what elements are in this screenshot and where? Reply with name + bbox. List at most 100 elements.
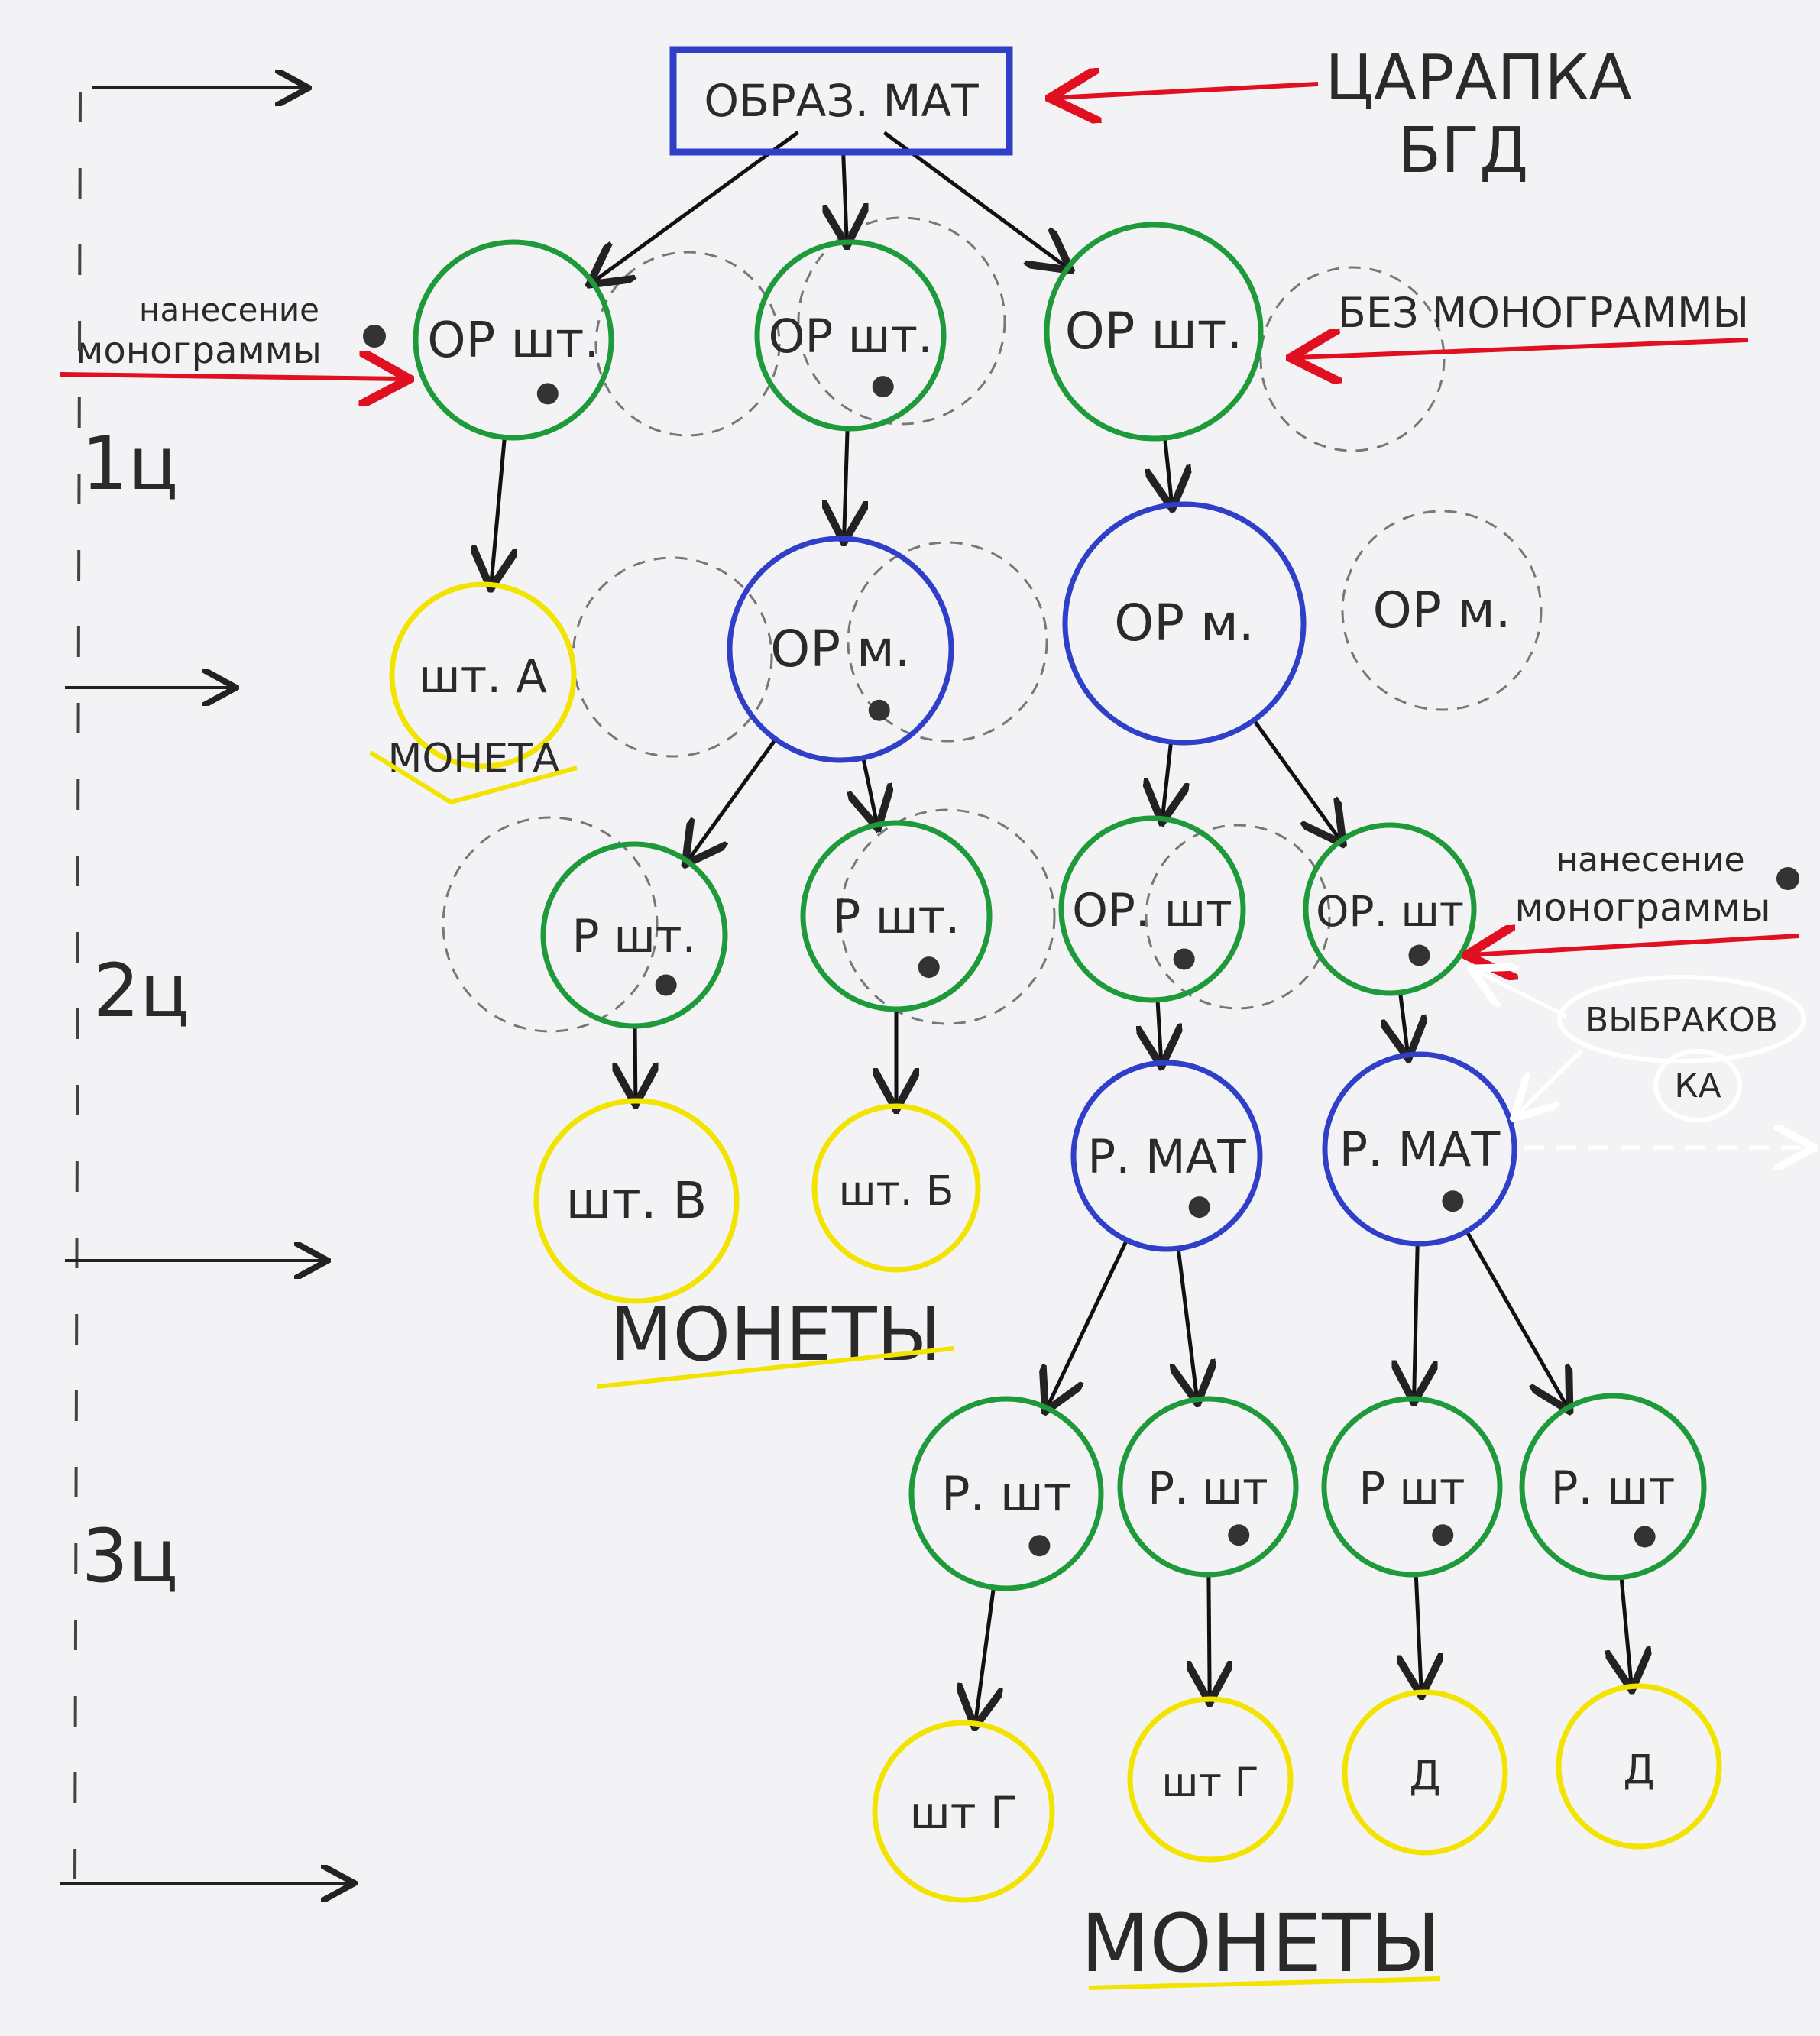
node-circle-green: [1117, 1396, 1299, 1578]
red-arrow: [1295, 340, 1749, 358]
node-g1: шт Г: [872, 1720, 1055, 1903]
ghost-circle: [847, 541, 1048, 743]
ghost-circle: [442, 816, 659, 1033]
ghost-circle: [594, 251, 781, 437]
node-label: ОР. шт: [1072, 885, 1232, 937]
edge-arrow: [1047, 1239, 1129, 1408]
node-coinV: шт. В: [533, 1098, 740, 1304]
cycle-label-3: 3ц: [82, 1513, 178, 1599]
ghost-circle: [839, 808, 1056, 1025]
edge-arrow: [1465, 1230, 1568, 1408]
edge-arrow: [1178, 1248, 1197, 1400]
monogram-dot-icon: [536, 383, 559, 405]
node-label: ОР. шт: [1316, 887, 1464, 936]
node-rm2: Р. МАТ: [1322, 1051, 1517, 1247]
edge-arrow: [1621, 1577, 1631, 1686]
scratch-label-2: БГД: [1398, 115, 1528, 187]
node-circle-green: [800, 820, 993, 1012]
node-p3: Р шт: [1321, 1396, 1503, 1578]
cycle-label-1: 1ц: [82, 421, 178, 507]
edge-arrow: [1162, 741, 1171, 819]
node-label: Р. шт: [1148, 1463, 1268, 1514]
node-label: ОР шт.: [769, 309, 933, 364]
node-circle-green: [1058, 815, 1246, 1003]
edge-arrow: [863, 757, 877, 825]
node-l1c: ОР шт.: [1044, 222, 1264, 442]
monogram-dot-icon: [1173, 948, 1195, 970]
red-arrow: [1054, 84, 1319, 98]
node-label: Р. МАТ: [1339, 1122, 1501, 1177]
node-coinA: шт. А: [389, 581, 577, 769]
node-label: Р шт.: [572, 911, 697, 963]
node-label: шт Г: [1161, 1759, 1258, 1806]
monogram-dot-icon: [1028, 1535, 1051, 1557]
edge-arrow: [1209, 1574, 1210, 1699]
coin-underline: [369, 750, 578, 805]
ghost-circle: [572, 556, 773, 758]
node-coinB: шт. Б: [811, 1103, 981, 1273]
edge-arrow: [1414, 1243, 1418, 1399]
node-d2: Д: [1556, 1683, 1722, 1850]
reject-label-2: КА: [1674, 1067, 1721, 1105]
monogram-dot-icon: [1442, 1190, 1464, 1212]
node-circle-blue: [727, 536, 954, 763]
node-circle-blue: [1062, 501, 1307, 746]
node-circle-yellow: [811, 1103, 981, 1273]
monogram-dot-icon: [1188, 1196, 1210, 1219]
ghost-circle: [1259, 266, 1446, 452]
node-label: ОР м.: [770, 620, 911, 678]
white-arrow: [1475, 970, 1568, 1018]
red-arrow: [59, 374, 405, 379]
coins-bottom-underline: [1088, 1976, 1441, 1990]
edge-arrow: [1165, 437, 1172, 505]
edge-arrow: [688, 738, 778, 862]
node-label: Д: [1623, 1746, 1654, 1793]
node-label: Р. шт: [941, 1466, 1071, 1522]
ghost-circle: [797, 216, 1006, 426]
edge-arrow: [635, 1025, 636, 1101]
monogram-dot-icon: [1634, 1526, 1656, 1548]
no-monogram-label: БЕЗ МОНОГРАММЫ: [1338, 289, 1749, 337]
node-ors1: ОР. шт: [1058, 815, 1246, 1003]
cycle-label-2: 2ц: [93, 948, 189, 1034]
monogram-left-label: нанесение: [139, 291, 319, 329]
node-circle-green: [1303, 822, 1477, 996]
node-circle-green: [1321, 1396, 1503, 1578]
coins-mid-label: МОНЕТЫ: [610, 1292, 942, 1377]
node-p1: Р. шт: [908, 1396, 1104, 1591]
reject-label: ВЫБРАКОВ: [1585, 1001, 1778, 1040]
edge-arrow: [1252, 719, 1341, 841]
monogram-right-label-2: монограммы: [1514, 885, 1770, 930]
node-l1b: ОР шт.: [754, 239, 947, 432]
monogram-dot-icon: [868, 699, 890, 721]
coins-mid-underline: [597, 1346, 954, 1389]
node-ors2: ОР. шт: [1303, 822, 1477, 996]
edge-arrow: [844, 428, 848, 539]
node-label: Р шт: [1359, 1463, 1465, 1514]
monogram-dot-icon: [1228, 1524, 1250, 1546]
node-rs1: Р шт.: [540, 841, 728, 1029]
monogram-dot-icon: [363, 325, 386, 348]
node-circle-green: [1519, 1393, 1707, 1581]
edge-arrow: [1401, 992, 1408, 1055]
monogram-dot-icon: [872, 376, 894, 398]
node-label: Р. МАТ: [1087, 1130, 1246, 1184]
edge-arrow: [592, 131, 799, 282]
monogram-dot-icon: [1776, 867, 1799, 890]
monogram-dot-icon: [1408, 944, 1430, 966]
coins-bottom-label: МОНЕТЫ: [1081, 1897, 1441, 1990]
root-box: [669, 46, 1013, 156]
edge-arrow: [1158, 999, 1161, 1063]
node-label: шт. В: [566, 1172, 708, 1230]
node-circle-green: [754, 239, 947, 432]
node-label: шт Г: [910, 1787, 1018, 1839]
red-arrow: [1471, 936, 1799, 955]
node-label: шт. А: [419, 651, 547, 704]
node-circle-yellow: [872, 1720, 1055, 1903]
edge-arrow: [491, 437, 505, 584]
node-circle-green: [413, 239, 614, 441]
node-circle-yellow: [389, 581, 577, 769]
node-om3: ОР м.: [1341, 510, 1543, 711]
